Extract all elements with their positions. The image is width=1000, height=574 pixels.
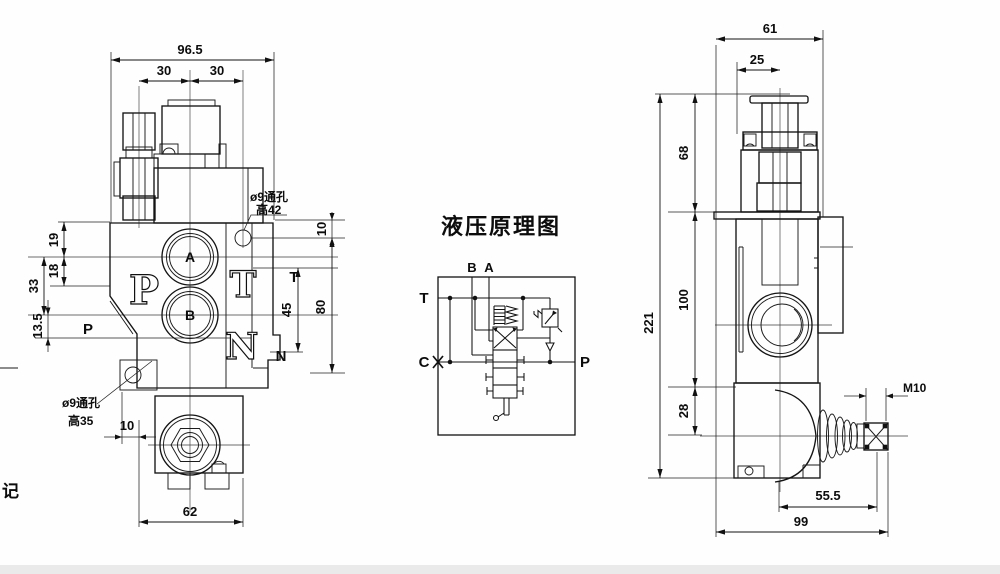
sheet-edge: 记 [0, 367, 1000, 574]
leader-hole-bottom [96, 360, 153, 405]
revision-mark: 记 [2, 482, 19, 501]
dim-total-width: 96.5 [177, 42, 202, 57]
dim-45: 45 [279, 303, 294, 317]
relief-adjuster-front [113, 112, 159, 221]
port-b-boss [161, 286, 219, 344]
lever-thread-end [863, 422, 889, 451]
dim-19: 19 [46, 233, 61, 247]
dim-221: 221 [641, 312, 656, 334]
dim-61: 61 [763, 21, 777, 36]
plugged-port-symbol [432, 355, 444, 369]
joystick-assembly [733, 382, 889, 483]
port-t-label: T [289, 269, 298, 286]
port-p-label: P [83, 321, 93, 338]
port-a-boss [161, 228, 219, 286]
dim-80: 80 [313, 300, 328, 314]
schematic-port-a: A [484, 260, 494, 275]
dim-m10: M10 [903, 381, 927, 395]
dim-10-bottom: 10 [120, 418, 134, 433]
dim-18: 18 [46, 264, 61, 278]
port-n-label: N [276, 348, 287, 365]
valve-body-side [713, 211, 844, 384]
outlet-block-front [154, 395, 244, 490]
schematic-port-p: P [580, 354, 590, 371]
port-a-label: A [185, 249, 195, 265]
body-letter-n: N [226, 326, 259, 368]
valve-cap-front [153, 99, 264, 224]
schematic-port-b: B [467, 260, 476, 275]
relief-adjuster-side [740, 95, 819, 213]
note-hole-bottom-2: 高35 [68, 413, 94, 428]
body-letter-p: P [129, 267, 159, 314]
body-letter-t: T [230, 264, 257, 306]
note-hole-top-1: ø9通孔 [250, 189, 288, 204]
side-view: 61 25 68 100 221 28 M10 55.5 99 [641, 21, 927, 537]
dim-100: 100 [676, 289, 691, 311]
lever-dome [774, 389, 817, 483]
schematic-port-c: C [419, 354, 430, 371]
hydraulic-schematic: 液压原理图 [419, 214, 590, 436]
front-view: 96.5 30 30 19 18 33 13.5 10 80 45 10 62 … [26, 42, 345, 527]
relief-valve-symbol [533, 298, 563, 362]
note-hole-top-2: 高42 [256, 202, 282, 217]
dim-13-5: 13.5 [30, 313, 45, 338]
dim-25: 25 [750, 52, 764, 67]
dim-99: 99 [794, 514, 808, 529]
scan-edge-strip [0, 565, 1000, 574]
schematic-title: 液压原理图 [441, 214, 561, 239]
schematic-boundary [437, 276, 576, 436]
dim-55-5: 55.5 [815, 488, 840, 503]
schematic-port-t: T [419, 290, 428, 307]
dim-28: 28 [676, 404, 691, 418]
dim-30-right: 30 [210, 63, 224, 78]
spool-valve-symbol [485, 305, 525, 422]
dim-62: 62 [183, 504, 197, 519]
leader-hole-top [243, 214, 287, 231]
check-valve-symbol [545, 342, 555, 353]
port-b-label: B [185, 307, 195, 323]
note-hole-bottom-1: ø9通孔 [62, 395, 100, 410]
through-hole-top [234, 229, 252, 247]
dim-33: 33 [26, 279, 41, 293]
dim-30-left: 30 [157, 63, 171, 78]
dim-10-top: 10 [314, 222, 329, 236]
dim-68: 68 [676, 146, 691, 160]
valve-body-front [109, 222, 281, 391]
